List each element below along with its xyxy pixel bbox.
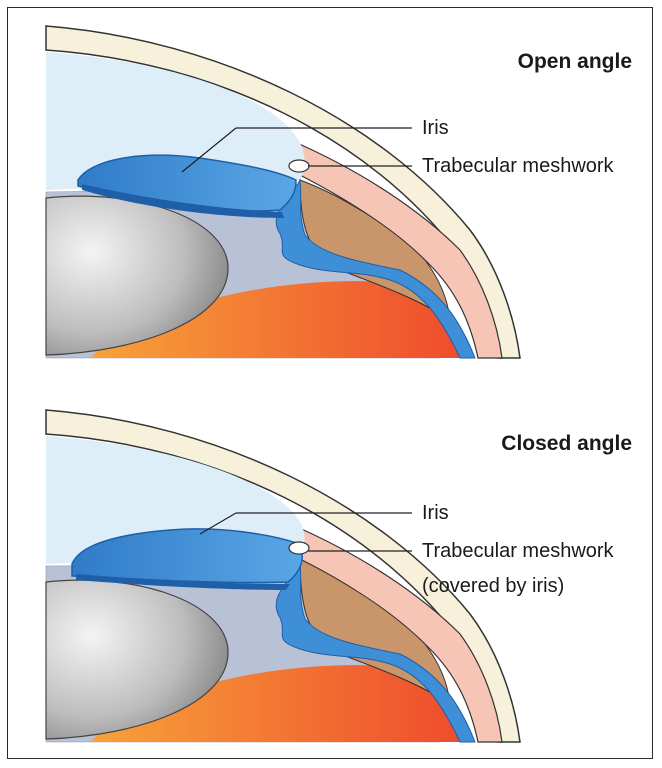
ciliary-processes	[275, 558, 476, 743]
cornea-sclera	[45, 25, 521, 359]
trabecular-meshwork	[288, 159, 310, 173]
iris-pigment	[76, 574, 290, 590]
leader-iris	[199, 512, 237, 535]
label-trabecular-meshwork: Trabecular meshwork	[422, 155, 614, 177]
trabecular-meshwork	[288, 541, 310, 555]
panel-title: Closed angle	[501, 432, 632, 455]
open-angle-diagram	[45, 25, 521, 359]
ciliary-processes	[275, 178, 476, 359]
label-trabecular-meshwork-note: (covered by iris)	[422, 575, 565, 597]
anterior-chamber	[46, 52, 305, 190]
closed-angle-diagram	[45, 409, 521, 743]
panel-title: Open angle	[517, 50, 632, 73]
label-iris: Iris	[422, 117, 449, 139]
panel-closed-angle: Closed angle Iris Trabecular meshwork (c…	[0, 384, 662, 768]
label-iris: Iris	[422, 502, 449, 524]
cornea-sclera	[45, 409, 521, 743]
vitreous	[90, 665, 470, 742]
vitreous	[90, 281, 470, 358]
leader-iris	[181, 127, 237, 173]
label-trabecular-meshwork: Trabecular meshwork	[422, 540, 614, 562]
lens	[45, 579, 229, 740]
iris-pigment	[82, 184, 284, 218]
panel-open-angle: Open angle Iris Trabecular meshwork	[45, 25, 632, 359]
